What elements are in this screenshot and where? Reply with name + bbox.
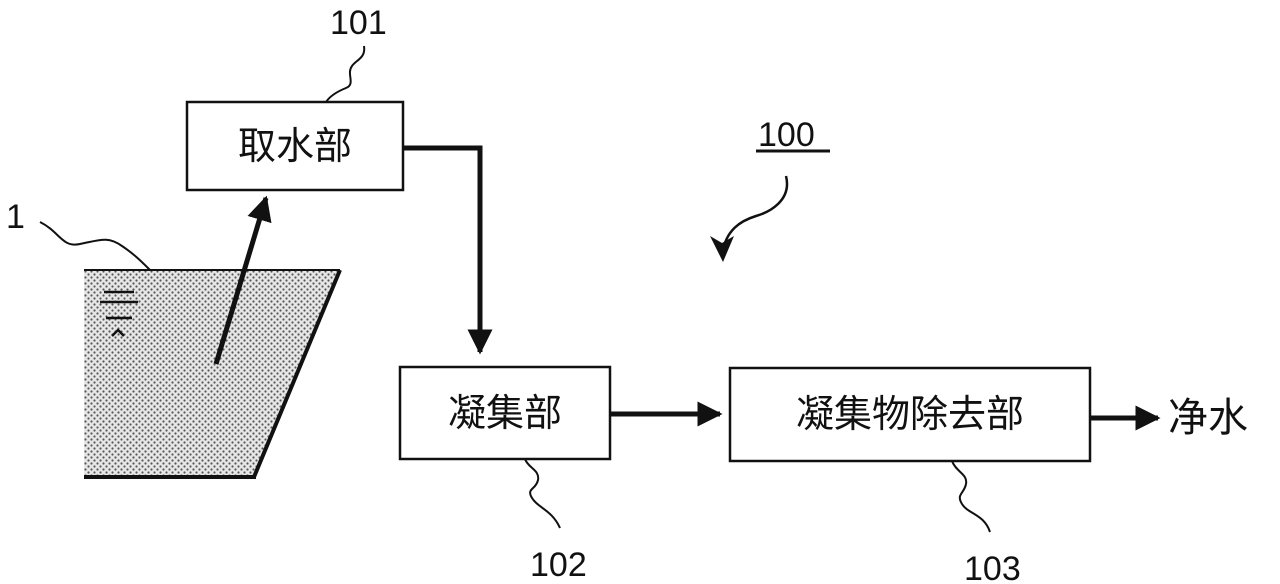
intake-box bbox=[185, 100, 405, 192]
tank-slanted-edge bbox=[252, 269, 342, 478]
system-ref-label: 100 bbox=[758, 116, 815, 154]
intake-label: 取水部 bbox=[238, 124, 352, 168]
coagulation-node: 凝集部 bbox=[398, 365, 612, 461]
removal-leader-line bbox=[951, 460, 991, 533]
water-source bbox=[84, 269, 342, 479]
output-label: 净水 bbox=[1168, 395, 1248, 441]
source-leader-line bbox=[39, 221, 151, 271]
removal-box bbox=[728, 366, 1092, 463]
source-ref-label: 1 bbox=[6, 198, 25, 236]
arrow-intake-to-coagulation bbox=[403, 145, 493, 355]
arrow-source-to-intake bbox=[213, 195, 272, 365]
intake-node: 取水部 bbox=[185, 100, 405, 192]
removal-ref-label: 103 bbox=[964, 550, 1021, 584]
system-ref-arrowhead bbox=[710, 236, 734, 262]
system-ref-curve-arrow bbox=[720, 175, 789, 255]
water-tank bbox=[84, 270, 340, 477]
water-surface-icon bbox=[100, 290, 138, 337]
removal-label: 凝集物除去部 bbox=[796, 392, 1024, 436]
coagulation-leader-line bbox=[524, 458, 561, 529]
intake-ref-label: 101 bbox=[330, 4, 387, 42]
coagulation-label: 凝集部 bbox=[448, 391, 562, 435]
coagulation-ref-label: 102 bbox=[530, 546, 587, 584]
removal-node: 凝集物除去部 bbox=[728, 366, 1092, 463]
intake-leader-line bbox=[325, 45, 366, 103]
